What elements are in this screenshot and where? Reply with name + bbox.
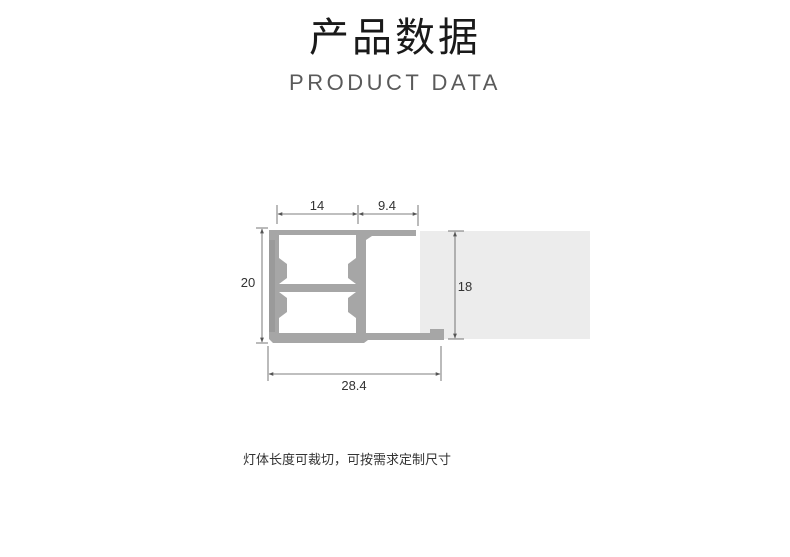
profile-body: [269, 230, 444, 343]
profile-center-rib: [279, 284, 356, 292]
note-text: 灯体长度可裁切，可按需求定制尺寸: [243, 453, 452, 468]
page-title: 产品数据: [309, 15, 481, 61]
dimension-left: 20: [241, 227, 268, 344]
panel-rect: [420, 231, 590, 339]
dim-top-right-label: 9.4: [378, 198, 396, 213]
aluminum-profile: [269, 230, 444, 343]
dim-top-left-label: 14: [310, 198, 324, 213]
dim-right-label: 18: [458, 279, 472, 294]
dimension-top-left: 14: [276, 198, 359, 224]
dimension-bottom: 28.4: [267, 346, 442, 393]
page-subtitle: PRODUCT DATA: [289, 70, 501, 95]
dimension-right: 18: [448, 230, 472, 340]
dim-bottom-label: 28.4: [341, 378, 366, 393]
dimension-top-right: 9.4: [358, 198, 419, 226]
profile-left-wall-inner: [269, 240, 275, 332]
profile-top-flange: [366, 230, 416, 240]
dim-left-label: 20: [241, 275, 255, 290]
